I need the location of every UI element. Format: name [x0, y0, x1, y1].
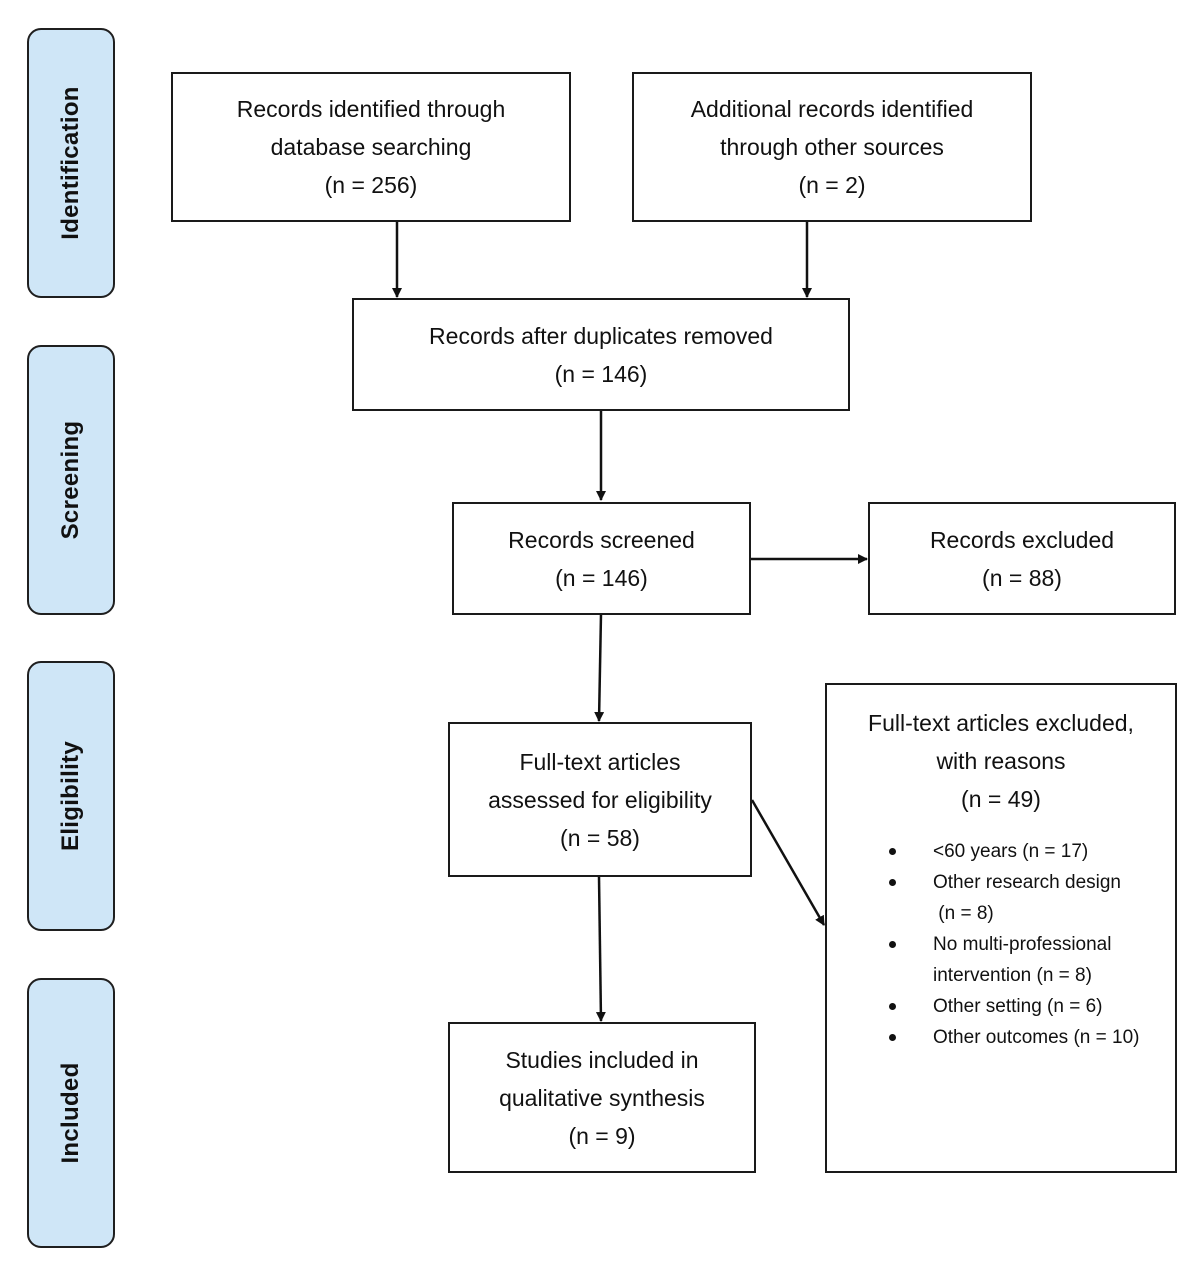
arrow-fulltext-to-excluded [750, 799, 826, 926]
bullet-icon [889, 1034, 896, 1041]
box-text: Records excluded [929, 526, 1115, 553]
box-database-records: Records identified through database sear… [171, 72, 571, 222]
box-text: database searching [270, 134, 472, 160]
excluded-count: (n = 49) [961, 786, 1041, 812]
box-count: (n = 146) [555, 564, 648, 591]
box-fulltext-assessed: Full-text articles assessed for eligibil… [448, 722, 752, 877]
box-count: (n = 58) [560, 824, 640, 851]
bullet-icon [889, 848, 896, 855]
excluded-heading: Full-text articles excluded, with reason… [827, 704, 1175, 818]
exclusion-reasons-list: <60 years (n = 17) Other research design… [827, 836, 1175, 1053]
reason-item: <60 years (n = 17) [827, 836, 1175, 867]
reason-item: Other setting (n = 6) [827, 991, 1175, 1022]
box-count: (n = 88) [982, 564, 1062, 591]
stage-included: Included [27, 978, 115, 1248]
box-count: (n = 146) [554, 360, 648, 387]
box-text: qualitative synthesis [499, 1084, 705, 1111]
box-text: Records screened [508, 526, 695, 553]
bullet-icon [889, 941, 896, 948]
reason-text: <60 years (n = 17) [933, 841, 1089, 862]
reason-text: (n = 8) [933, 903, 994, 924]
box-text: Full-text articles [519, 748, 681, 775]
bullet-icon [889, 1003, 896, 1010]
excluded-heading-line: Full-text articles excluded, [868, 710, 1134, 736]
stage-screening: Screening [27, 345, 115, 615]
box-other-sources: Additional records identified through ot… [632, 72, 1032, 222]
box-count: (n = 2) [798, 172, 866, 198]
box-text: Records after duplicates removed [429, 322, 773, 349]
reason-text: intervention (n = 8) [933, 965, 1092, 986]
box-count: (n = 9) [568, 1122, 636, 1149]
reason-text: Other research design [933, 872, 1121, 893]
box-included-studies: Studies included in qualitative synthesi… [448, 1022, 756, 1173]
box-text: Studies included in [505, 1046, 699, 1073]
box-after-duplicates: Records after duplicates removed (n = 14… [352, 298, 850, 411]
stage-identification: Identification [27, 28, 115, 298]
stage-eligibility: Eligibility [27, 661, 115, 931]
box-text: through other sources [720, 134, 944, 160]
arrow-screened-to-fulltext [594, 613, 605, 722]
excluded-heading-line: with reasons [936, 748, 1066, 774]
reason-text: No multi-professional [933, 934, 1112, 955]
box-count: (n = 256) [324, 172, 418, 198]
arrow-fulltext-to-included [595, 876, 606, 1022]
reason-item: Other outcomes (n = 10) [827, 1022, 1175, 1053]
reason-item: Other research design (n = 8) [827, 867, 1175, 929]
box-fulltext-excluded: Full-text articles excluded, with reason… [825, 683, 1177, 1173]
box-text: Additional records identified [690, 96, 974, 122]
box-text: assessed for eligibility [488, 786, 712, 813]
box-screened: Records screened (n = 146) [452, 502, 751, 615]
reason-item: No multi-professional intervention (n = … [827, 929, 1175, 991]
bullet-icon [889, 879, 896, 886]
box-text: Records identified through [236, 96, 506, 122]
box-excluded: Records excluded (n = 88) [868, 502, 1176, 615]
reason-text: Other outcomes (n = 10) [933, 1027, 1140, 1048]
reason-text: Other setting (n = 6) [933, 996, 1103, 1017]
